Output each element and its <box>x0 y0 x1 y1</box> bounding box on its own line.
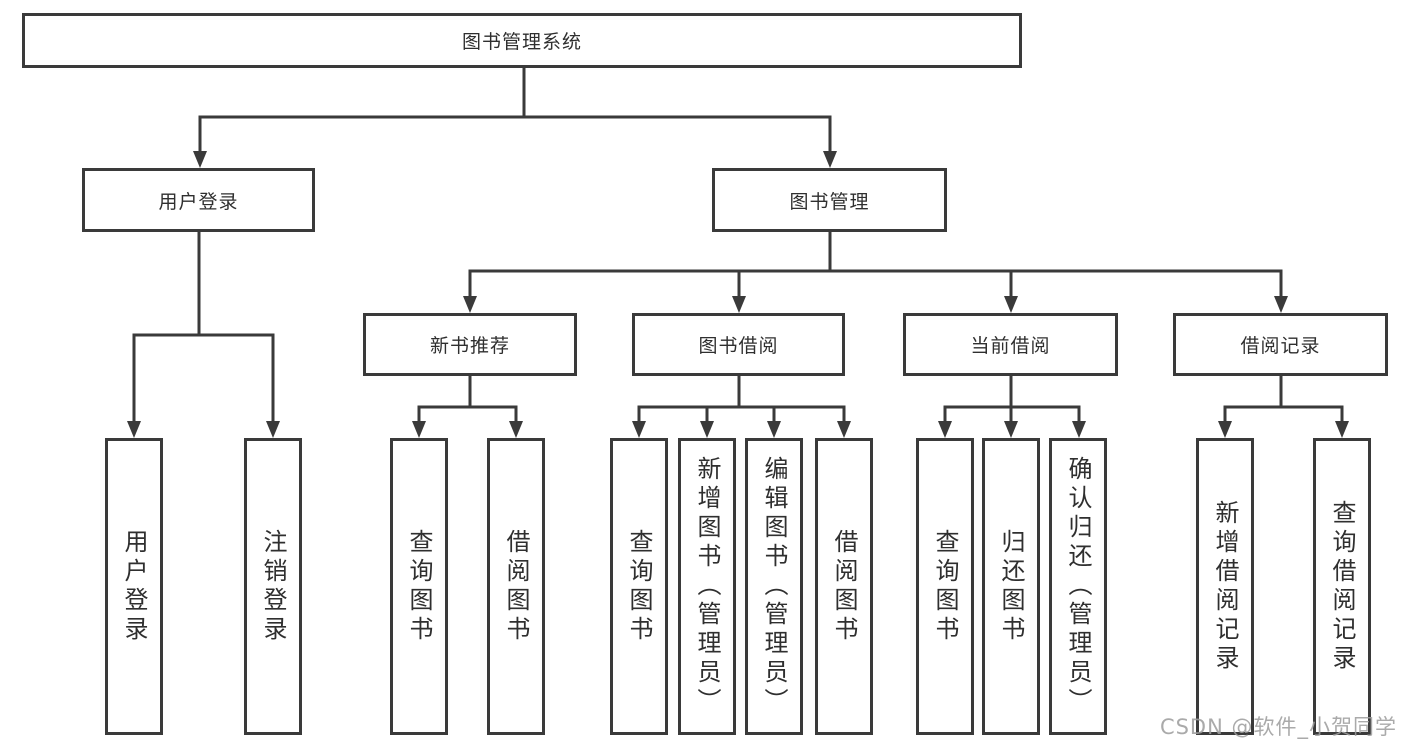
leaf-label: 用户登录 <box>120 528 148 645</box>
leaf-add-borrow-record: 新增借阅记录 <box>1196 438 1254 735</box>
leaf-label: 查询借阅记录 <box>1328 499 1356 674</box>
csdn-watermark: CSDN @软件_小贺同学 <box>1159 715 1397 739</box>
leaf-label: 新增图书（管理员） <box>693 456 721 717</box>
leaf-label: 确认归还（管理员） <box>1064 456 1092 717</box>
node-label: 用户登录 <box>158 190 239 213</box>
node-label: 图书借阅 <box>698 335 779 357</box>
node-library-system: 图书管理系统 <box>22 13 1022 68</box>
node-book-management: 图书管理 <box>712 168 947 232</box>
leaf-query-book-recommend: 查询图书 <box>390 438 448 735</box>
leaf-label: 新增借阅记录 <box>1211 499 1239 674</box>
leaf-label: 归还图书 <box>997 528 1025 645</box>
node-book-borrow: 图书借阅 <box>632 313 845 376</box>
node-label: 图书管理 <box>789 190 870 213</box>
leaf-label: 查询图书 <box>931 528 959 645</box>
leaf-label: 查询图书 <box>625 528 653 645</box>
leaf-borrow-book-recommend: 借阅图书 <box>487 438 545 735</box>
leaf-user-login: 用户登录 <box>105 438 163 735</box>
node-new-book-recommend: 新书推荐 <box>363 313 577 376</box>
leaf-label: 借阅图书 <box>830 528 858 645</box>
leaf-edit-book-admin: 编辑图书（管理员） <box>745 438 803 735</box>
node-label: 当前借阅 <box>970 335 1051 357</box>
node-current-borrow: 当前借阅 <box>903 313 1118 376</box>
leaf-query-book-current: 查询图书 <box>916 438 974 735</box>
node-borrow-record: 借阅记录 <box>1173 313 1388 376</box>
leaf-label: 注销登录 <box>259 528 287 645</box>
node-user-login: 用户登录 <box>82 168 315 232</box>
leaf-logout: 注销登录 <box>244 438 302 735</box>
node-label: 新书推荐 <box>429 335 510 357</box>
leaf-label: 借阅图书 <box>502 528 530 645</box>
leaf-borrow-book: 借阅图书 <box>815 438 873 735</box>
node-label: 借阅记录 <box>1240 335 1321 357</box>
node-label: 图书管理系统 <box>461 31 582 53</box>
leaf-add-book-admin: 新增图书（管理员） <box>678 438 736 735</box>
leaf-label: 查询图书 <box>405 528 433 645</box>
leaf-return-book: 归还图书 <box>982 438 1040 735</box>
leaf-query-book-borrow: 查询图书 <box>610 438 668 735</box>
leaf-confirm-return-admin: 确认归还（管理员） <box>1049 438 1107 735</box>
leaf-query-borrow-record: 查询借阅记录 <box>1313 438 1371 735</box>
leaf-label: 编辑图书（管理员） <box>760 456 788 717</box>
